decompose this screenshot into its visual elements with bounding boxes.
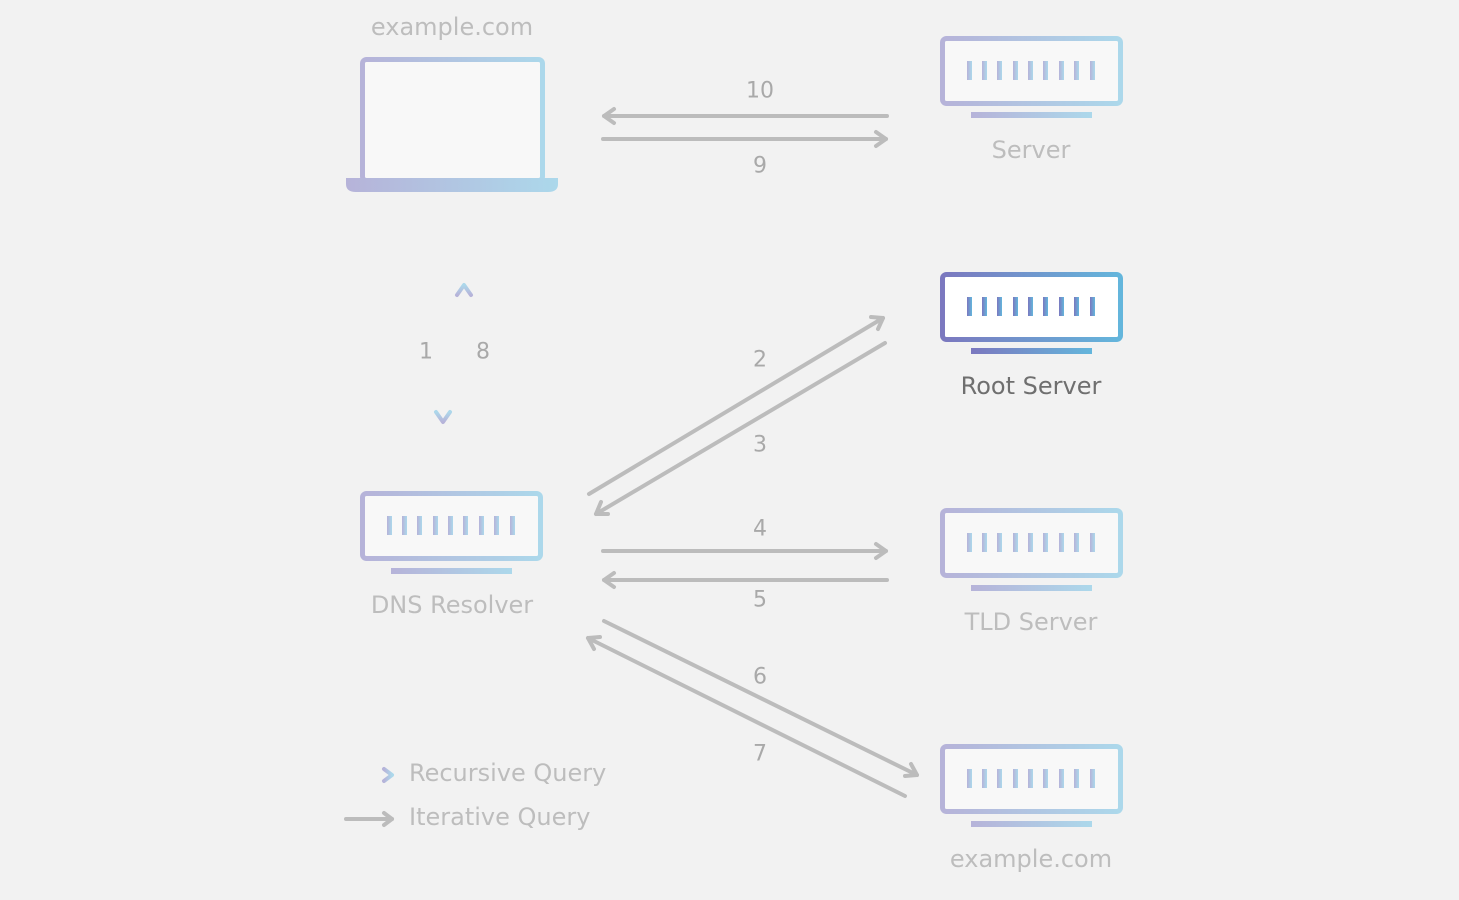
laptop-icon — [346, 57, 558, 192]
step-6-label: 6 — [753, 664, 767, 690]
arrow-10 — [602, 107, 889, 125]
step-2-label: 2 — [753, 347, 767, 373]
step-3-label: 3 — [753, 432, 767, 458]
root-server-icon — [940, 272, 1123, 354]
arrow-5 — [602, 571, 889, 589]
arrow-2 — [587, 315, 885, 496]
dns-resolver-label: DNS Resolver — [370, 591, 534, 619]
legend-recursive-arrow — [344, 767, 394, 783]
legend-iterative-label: Iterative Query — [409, 803, 591, 831]
root-server-label: Root Server — [960, 372, 1102, 400]
arrow-1 — [434, 281, 452, 424]
arrow-8 — [455, 283, 473, 425]
arrow-3 — [594, 341, 887, 516]
step-4-label: 4 — [753, 516, 767, 542]
authoritative-server-icon — [940, 744, 1123, 827]
step-1-label: 1 — [419, 339, 433, 365]
server-label: Server — [991, 136, 1071, 164]
step-10-label: 10 — [746, 78, 774, 104]
arrow-9 — [601, 130, 888, 148]
step-9-label: 9 — [753, 153, 767, 179]
legend-iterative-arrow — [344, 811, 394, 827]
arrow-7 — [586, 635, 907, 798]
arrow-6 — [602, 619, 919, 778]
client-label: example.com — [370, 13, 534, 41]
authoritative-server-label: example.com — [949, 845, 1113, 873]
step-7-label: 7 — [753, 741, 767, 767]
step-5-label: 5 — [753, 587, 767, 613]
arrow-4 — [601, 542, 888, 560]
step-8-label: 8 — [476, 339, 490, 365]
dns-resolver-icon — [360, 491, 543, 574]
legend-recursive-label: Recursive Query — [409, 759, 607, 787]
tld-server-icon — [940, 508, 1123, 591]
server-icon — [940, 36, 1123, 118]
tld-server-label: TLD Server — [964, 608, 1098, 636]
